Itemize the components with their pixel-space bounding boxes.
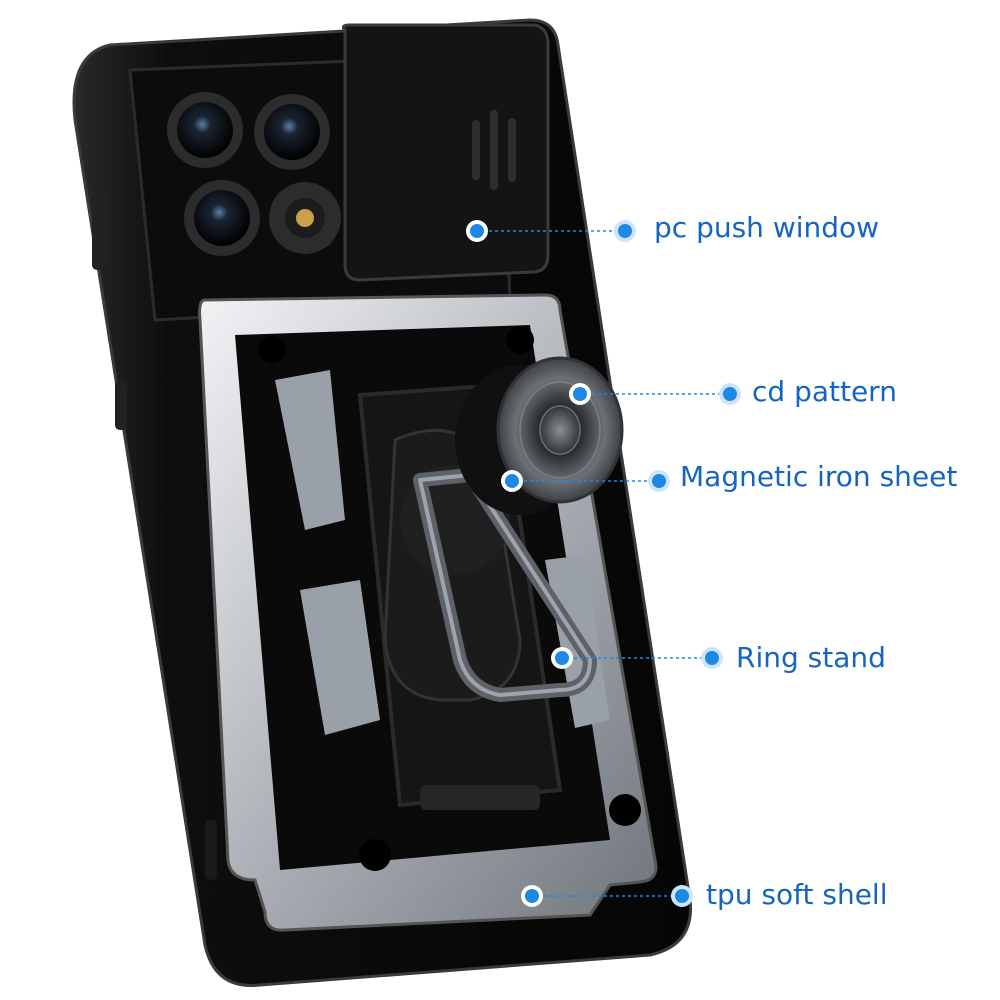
callout-dots (466, 220, 741, 907)
callout-magnetic-iron-sheet: Magnetic iron sheet (680, 460, 958, 493)
callout-ring-stand: Ring stand (736, 641, 886, 674)
push-window-slider (341, 23, 550, 282)
callout-tpu-soft-shell: tpu soft shell (706, 878, 888, 911)
camera-lenses (167, 92, 341, 256)
callout-lines (477, 230, 730, 897)
callout-cd-pattern: cd pattern (752, 375, 897, 408)
callout-pc-push-window: pc push window (654, 211, 880, 244)
